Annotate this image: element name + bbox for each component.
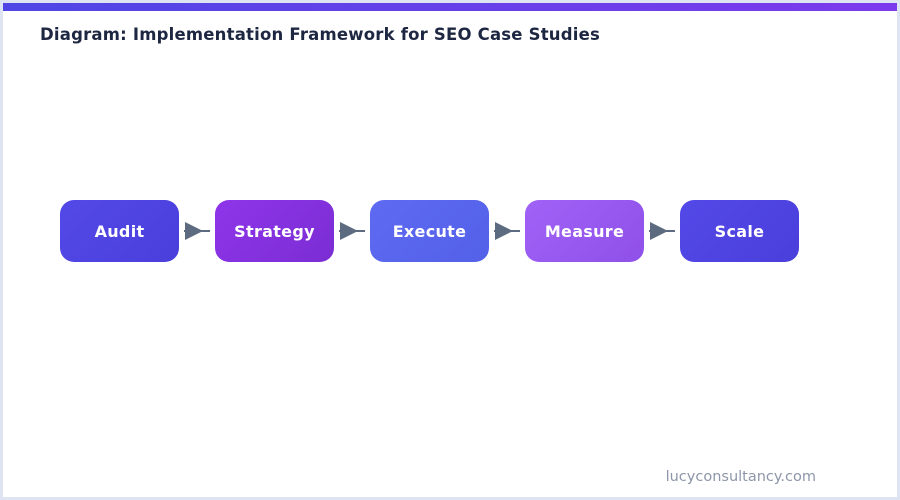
footer-website: lucyconsultancy.com: [665, 469, 816, 485]
flow-step-strategy[interactable]: Strategy: [215, 200, 334, 262]
flow-step-execute[interactable]: Execute: [370, 200, 489, 262]
flow-step-label: Measure: [544, 221, 625, 241]
process-flow: Audit Strategy Execute: [60, 200, 799, 262]
flow-connector: [179, 200, 215, 262]
flow-step-label: Strategy: [234, 221, 315, 241]
right-arrow-icon: [494, 222, 520, 240]
flow-step-audit[interactable]: Audit: [60, 200, 179, 262]
flow-connector: [489, 200, 525, 262]
right-arrow-icon: [649, 222, 675, 240]
right-arrow-icon: [339, 222, 365, 240]
flow-connector: [334, 200, 370, 262]
flow-connector: [644, 200, 680, 262]
right-arrow-icon: [184, 222, 210, 240]
page-title: Diagram: Implementation Framework for SE…: [40, 25, 601, 44]
accent-bar: [3, 3, 897, 11]
flow-step-measure[interactable]: Measure: [525, 200, 644, 262]
flow-step-label: Execute: [392, 221, 467, 241]
flow-step-label: Scale: [714, 221, 765, 241]
flow-step-scale[interactable]: Scale: [680, 200, 799, 262]
flow-step-label: Audit: [94, 221, 145, 241]
